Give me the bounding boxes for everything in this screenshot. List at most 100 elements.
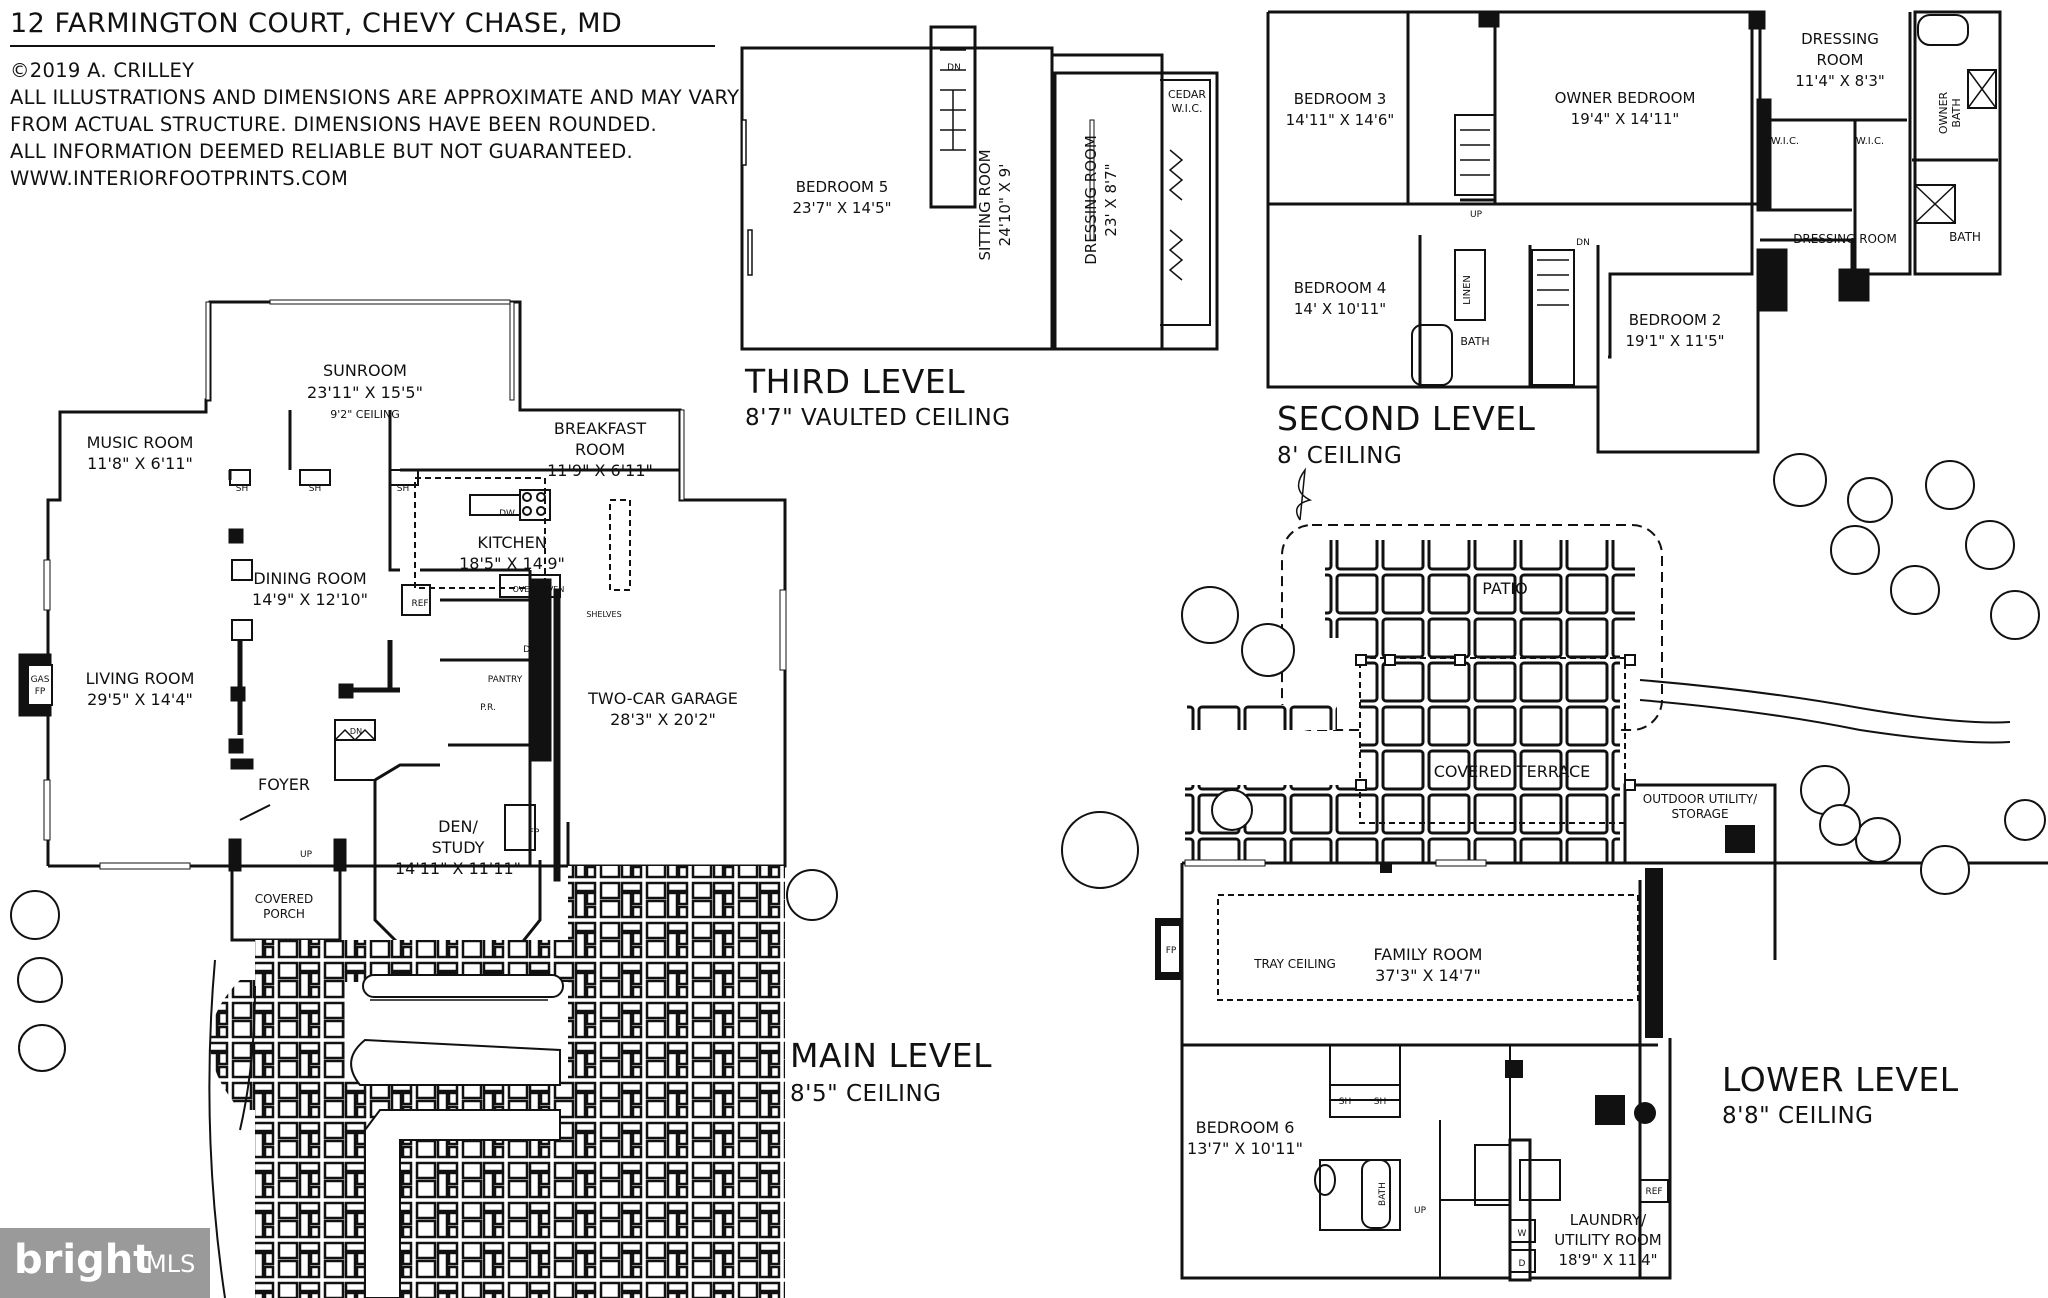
svg-text:DN: DN [947, 63, 961, 73]
svg-text:SH: SH [1374, 1097, 1386, 1107]
svg-text:REF: REF [411, 599, 428, 609]
svg-text:DN: DN [350, 727, 362, 736]
svg-text:UP: UP [1470, 210, 1483, 220]
garage-label: TWO-CAR GARAGE [587, 689, 738, 708]
laundry-dims: 18'9" X 11'4" [1558, 1251, 1657, 1269]
svg-text:W.I.C.: W.I.C. [1171, 102, 1202, 115]
covered-porch-label: COVERED [255, 892, 314, 906]
svg-text:STORAGE: STORAGE [1671, 807, 1728, 821]
outdoor-utility-label: OUTDOOR UTILITY/ [1643, 792, 1758, 806]
main-level-hardscape [208, 866, 785, 1298]
lower-level-ceiling: 8'8" CEILING [1722, 1103, 1874, 1129]
bedroom-2-label: BEDROOM 2 [1629, 311, 1722, 329]
third-level-title: THIRD LEVEL [745, 362, 966, 401]
family-room-label: FAMILY ROOM [1374, 945, 1483, 964]
svg-text:PORCH: PORCH [263, 907, 305, 921]
bedroom-6-dims: 13'7" X 10'11" [1187, 1139, 1303, 1158]
svg-text:BATH: BATH [1378, 1182, 1388, 1206]
svg-text:SH: SH [397, 484, 409, 494]
foyer-label: FOYER [258, 775, 310, 794]
third-level-ceiling: 8'7" VAULTED CEILING [745, 405, 1011, 431]
mls-logo-text: MLS [146, 1250, 196, 1278]
kitchen-label: KITCHEN [477, 533, 546, 552]
main-level-title: MAIN LEVEL [790, 1036, 993, 1075]
disclaimer-line-3: ALL INFORMATION DEEMED RELIABLE BUT NOT … [10, 140, 634, 163]
main-level-ceiling: 8'5" CEILING [790, 1081, 942, 1107]
svg-text:P.R.: P.R. [480, 703, 496, 713]
main-level-plan [18, 299, 787, 962]
dining-room-dims: 14'9" X 12'10" [252, 590, 368, 609]
garage-dims: 28'3" X 20'2" [610, 710, 716, 729]
dressing-room-3-dims: 23' X 8'7" [1102, 163, 1120, 236]
sunroom-dims: 23'11" X 15'5" [307, 383, 423, 402]
svg-text:DN: DN [1576, 238, 1590, 248]
living-room-dims: 29'5" X 14'4" [87, 690, 193, 709]
svg-text:OVEN: OVEN [513, 585, 536, 594]
bedroom-3-label: BEDROOM 3 [1294, 90, 1387, 108]
laundry-label: LAUNDRY/ [1570, 1211, 1647, 1229]
bedroom-4-label: BEDROOM 4 [1294, 279, 1387, 297]
dining-room-label: DINING ROOM [253, 569, 366, 588]
third-level-plan [740, 25, 1219, 351]
svg-text:W.I.C.: W.I.C. [1771, 136, 1799, 147]
cedar-wic-label: CEDAR [1168, 88, 1206, 101]
disclaimer-header: 12 FARMINGTON COURT, CHEVY CHASE, MD ©20… [10, 8, 739, 192]
sunroom-note: 9'2" CEILING [330, 408, 400, 421]
svg-text:PANTRY: PANTRY [488, 675, 523, 685]
den-dims: 14'11" X 11'11" [395, 859, 521, 878]
patio-label: PATIO [1482, 579, 1527, 598]
dressing-room-2a-label: DRESSING [1801, 30, 1879, 48]
svg-text:W: W [1518, 1229, 1527, 1239]
svg-text:UP: UP [1414, 1206, 1427, 1216]
svg-text:ROOM: ROOM [575, 440, 625, 459]
svg-text:SH: SH [236, 484, 248, 494]
svg-text:ROOM: ROOM [1817, 51, 1864, 69]
svg-text:SHELVES: SHELVES [586, 610, 621, 619]
svg-text:UP: UP [300, 850, 313, 860]
lower-level-title: LOWER LEVEL [1722, 1060, 1959, 1099]
breakfast-room-label: BREAKFAST [554, 419, 646, 438]
svg-text:FP: FP [1166, 946, 1177, 956]
dressing-room-3-label: DRESSING ROOM [1082, 135, 1100, 265]
den-label: DEN/ [438, 817, 478, 836]
owner-bedroom-label: OWNER BEDROOM [1555, 89, 1696, 107]
bedroom-4-dims: 14' X 10'11" [1294, 300, 1386, 318]
bright-logo-text: bright [14, 1237, 153, 1283]
tray-ceiling-note: TRAY CEILING [1253, 957, 1336, 971]
second-level-ceiling: 8' CEILING [1277, 443, 1403, 469]
svg-text:REF: REF [1645, 1187, 1662, 1197]
property-address: 12 FARMINGTON COURT, CHEVY CHASE, MD [10, 8, 623, 39]
bedroom-5-label: BEDROOM 5 [796, 178, 889, 196]
gas-fp-label: GAS [31, 675, 50, 685]
dressing-room-2b-label: DRESSING ROOM [1793, 232, 1897, 246]
bedroom-3-dims: 14'11" X 14'6" [1286, 111, 1395, 129]
second-level-plan [1266, 10, 2002, 454]
owner-bath-2-label: BATH [1949, 230, 1981, 244]
bedroom-6-label: BEDROOM 6 [1196, 1118, 1295, 1137]
website-link[interactable]: WWW.INTERIORFOOTPRINTS.COM [10, 167, 349, 190]
svg-text:FP: FP [529, 828, 540, 838]
owner-bedroom-dims: 19'4" X 14'11" [1571, 110, 1680, 128]
bedroom-5-dims: 23'7" X 14'5" [792, 199, 891, 217]
linen-label: LINEN [1462, 275, 1473, 305]
disclaimer-line-2: FROM ACTUAL STRUCTURE. DIMENSIONS HAVE B… [10, 113, 657, 136]
sitting-room-label: SITTING ROOM [976, 149, 994, 260]
owner-bath-label: OWNER [1937, 91, 1950, 134]
music-room-label: MUSIC ROOM [87, 433, 194, 452]
living-room-label: LIVING ROOM [86, 669, 195, 688]
bedroom-2-dims: 19'1" X 11'5" [1625, 332, 1724, 350]
header-rule [10, 45, 715, 47]
music-room-dims: 11'8" X 6'11" [87, 454, 193, 473]
sunroom-label: SUNROOM [323, 361, 407, 380]
svg-text:DN: DN [523, 645, 537, 655]
kitchen-dims: 18'5" X 14'9" [459, 554, 565, 573]
hall-bath-label: BATH [1460, 335, 1489, 348]
bright-mls-logo: bright MLS [0, 1228, 210, 1298]
svg-text:FP: FP [35, 687, 46, 697]
svg-text:BATH: BATH [1950, 98, 1963, 127]
svg-text:DW: DW [499, 509, 515, 519]
svg-text:STUDY: STUDY [432, 838, 485, 857]
sitting-room-dims: 24'10" X 9' [996, 164, 1014, 247]
svg-text:SH: SH [1339, 1097, 1351, 1107]
